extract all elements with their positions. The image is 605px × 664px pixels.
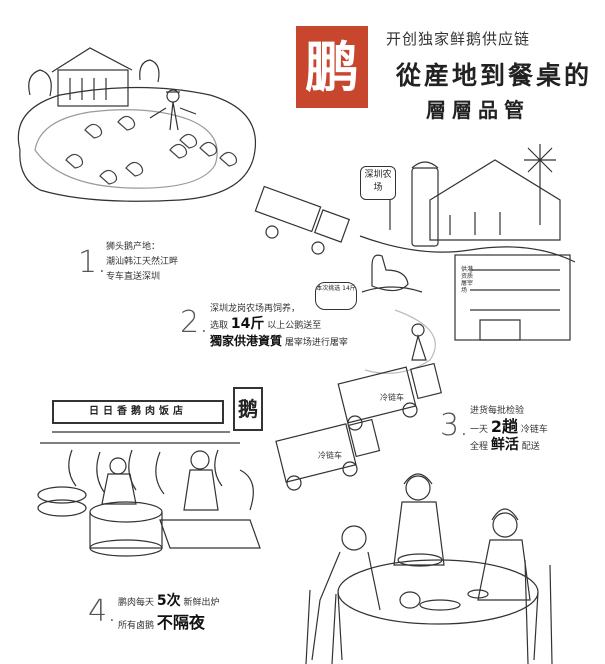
shop-side-sign: 鹅 bbox=[233, 387, 263, 431]
step-4-text: 鹏肉每天 5次 新鲜出炉 所有卤鹅 不隔夜 bbox=[118, 594, 220, 634]
highlight: 鲜活 bbox=[490, 437, 519, 453]
truck-label: 冷链车 bbox=[318, 451, 342, 460]
header-title: 從産地到餐桌的 bbox=[396, 61, 593, 90]
dining-scene bbox=[305, 473, 553, 664]
header-tagline: 开创独家鲜鹅供应链 bbox=[386, 30, 531, 48]
shop-sign: 日日香鹅肉饭店 bbox=[52, 400, 224, 424]
text: 以上公鹅送至 bbox=[267, 321, 322, 331]
text: 所有卤鹅 bbox=[118, 621, 155, 631]
text: 新鲜出炉 bbox=[183, 598, 220, 608]
highlight: 14斤 bbox=[230, 316, 265, 332]
highlight: 2趟 bbox=[490, 417, 519, 436]
text: 配送 bbox=[521, 442, 540, 452]
truck-label: 冷链车 bbox=[380, 393, 404, 402]
cold-chain-trucks bbox=[275, 362, 442, 491]
step-text-line: 进货每批检验 bbox=[470, 406, 525, 416]
step-text-line: 专车直送深圳 bbox=[106, 272, 161, 282]
step-text-line: 所有卤鹅 不隔夜 bbox=[118, 615, 220, 634]
step-text-line: 獨家供港資質 屠宰场进行屠宰 bbox=[210, 334, 348, 351]
text: 一天 bbox=[470, 425, 489, 435]
restaurant-scene bbox=[37, 431, 261, 557]
slaughterhouse-label: 供港资质屠宰场 bbox=[461, 266, 474, 294]
text: 鹏肉每天 bbox=[118, 598, 155, 608]
step-1-text: 狮头鹅产地： 潮汕韩江天然江畔 专车直送深圳 bbox=[106, 240, 178, 285]
step-number: 1. bbox=[78, 245, 107, 280]
farm-sign: 深圳农场 bbox=[360, 166, 396, 200]
text: 冷链车 bbox=[520, 425, 548, 435]
weight-bubble: 本次挑选 14斤 bbox=[315, 282, 357, 310]
step-text-line: 潮汕韩江天然江畔 bbox=[106, 257, 179, 267]
step-text-line: 选取 14斤 以上公鹅送至 bbox=[210, 317, 348, 334]
step-number: 2. bbox=[180, 305, 209, 340]
goose-farm-scene bbox=[17, 47, 351, 255]
header-subtitle: 層層品管 bbox=[426, 98, 530, 122]
highlight: 獨家供港資質 bbox=[210, 334, 283, 348]
farm-buildings bbox=[359, 144, 576, 374]
text: 全程 bbox=[470, 442, 489, 452]
text: 屠宰场进行屠宰 bbox=[284, 338, 348, 348]
highlight: 5次 bbox=[156, 593, 181, 609]
step-text-line: 狮头鹅产地： bbox=[106, 242, 161, 252]
barn bbox=[57, 69, 129, 107]
highlight: 不隔夜 bbox=[156, 613, 205, 632]
step-3-text: 进货每批检验 一天 2趟 冷链车 全程 鲜活 配送 bbox=[470, 404, 548, 455]
text: 选取 bbox=[210, 321, 229, 331]
brand-seal: 鹏 bbox=[296, 26, 368, 108]
step-text-line: 全程 鲜活 配送 bbox=[470, 438, 548, 455]
step-text-line: 一天 2趟 冷链车 bbox=[470, 419, 548, 438]
step-text-line: 深圳龙岗农场再饲养， bbox=[210, 304, 301, 314]
step-number: 3. bbox=[440, 408, 469, 443]
step-number: 4. bbox=[88, 594, 117, 629]
step-text-line: 鹏肉每天 5次 新鲜出炉 bbox=[118, 594, 220, 611]
step-2-text: 深圳龙岗农场再饲养， 选取 14斤 以上公鹅送至 獨家供港資質 屠宰场进行屠宰 bbox=[210, 302, 348, 351]
